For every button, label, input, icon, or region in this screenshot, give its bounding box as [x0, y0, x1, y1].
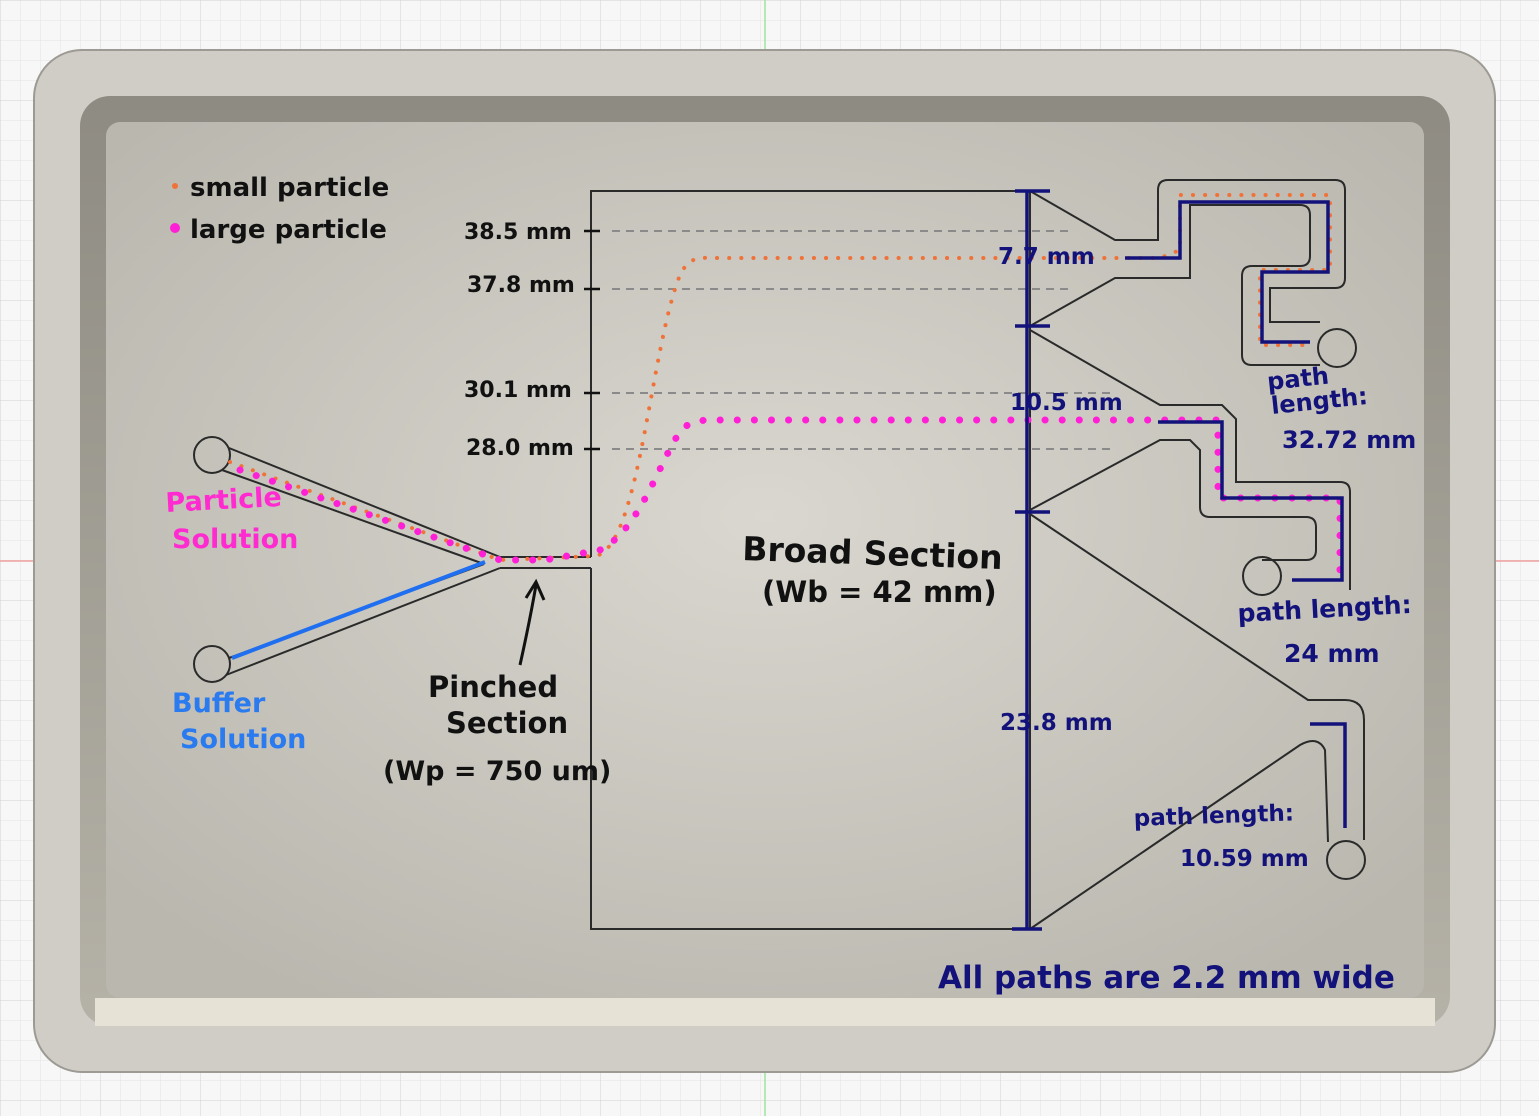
buffer-inlet-port — [193, 645, 231, 683]
path-length-top-3: 32.72 mm — [1282, 426, 1416, 454]
tray-floor — [106, 122, 1424, 998]
reference-dashes — [612, 230, 1110, 450]
legend-small-dot — [172, 183, 178, 189]
particle-solution-label-2: Solution — [172, 524, 298, 555]
legend-small-label: small particle — [190, 173, 389, 203]
outlet-2-port — [1242, 556, 1282, 596]
broad-label-2: (Wb = 42 mm) — [762, 575, 997, 609]
outlet-3-port — [1326, 840, 1366, 880]
small-particle-path — [228, 193, 1332, 563]
legend-large-dot — [170, 223, 180, 233]
pinched-label-2: Section — [446, 706, 568, 740]
dimension-label-28-0: 28.0 mm — [466, 436, 574, 461]
buffer-stream — [231, 560, 486, 660]
pinched-label-3: (Wp = 750 um) — [383, 756, 611, 787]
outlet-width-23-8: 23.8 mm — [1000, 710, 1113, 736]
path-length-bot-2: 10.59 mm — [1180, 846, 1309, 872]
outlet-1-port — [1317, 328, 1357, 368]
tray-lip-bottom — [95, 998, 1435, 1026]
particle-solution-label-1: Particle — [165, 482, 283, 519]
path-length-top-1: path — [1266, 362, 1331, 396]
legend-large-label: large particle — [190, 215, 387, 245]
pinched-label-1: Pinched — [428, 670, 558, 704]
path-length-bot-1: path length: — [1133, 800, 1294, 832]
buffer-solution-label-2: Solution — [180, 724, 306, 755]
buffer-solution-label-1: Buffer — [172, 688, 266, 719]
dimension-ticks — [584, 229, 600, 451]
broad-label-1: Broad Section — [742, 529, 1004, 577]
footer-note: All paths are 2.2 mm wide — [938, 960, 1395, 996]
large-particle-path — [236, 416, 1344, 586]
dimension-label-38-5: 38.5 mm — [464, 220, 572, 245]
outlet-path-lines — [1125, 200, 1347, 828]
path-length-mid-2: 24 mm — [1284, 639, 1380, 668]
broad-chamber-outline — [590, 190, 1031, 930]
particle-inlet-port — [193, 436, 231, 474]
outlet-width-10-5: 10.5 mm — [1010, 390, 1123, 416]
outlet-width-7-7: 7.7 mm — [998, 244, 1095, 270]
pinched-arrow — [518, 578, 546, 666]
dimension-label-30-1: 30.1 mm — [464, 378, 572, 403]
outlet-dimension-bar — [1012, 189, 1050, 931]
dimension-label-37-8: 37.8 mm — [467, 273, 575, 298]
